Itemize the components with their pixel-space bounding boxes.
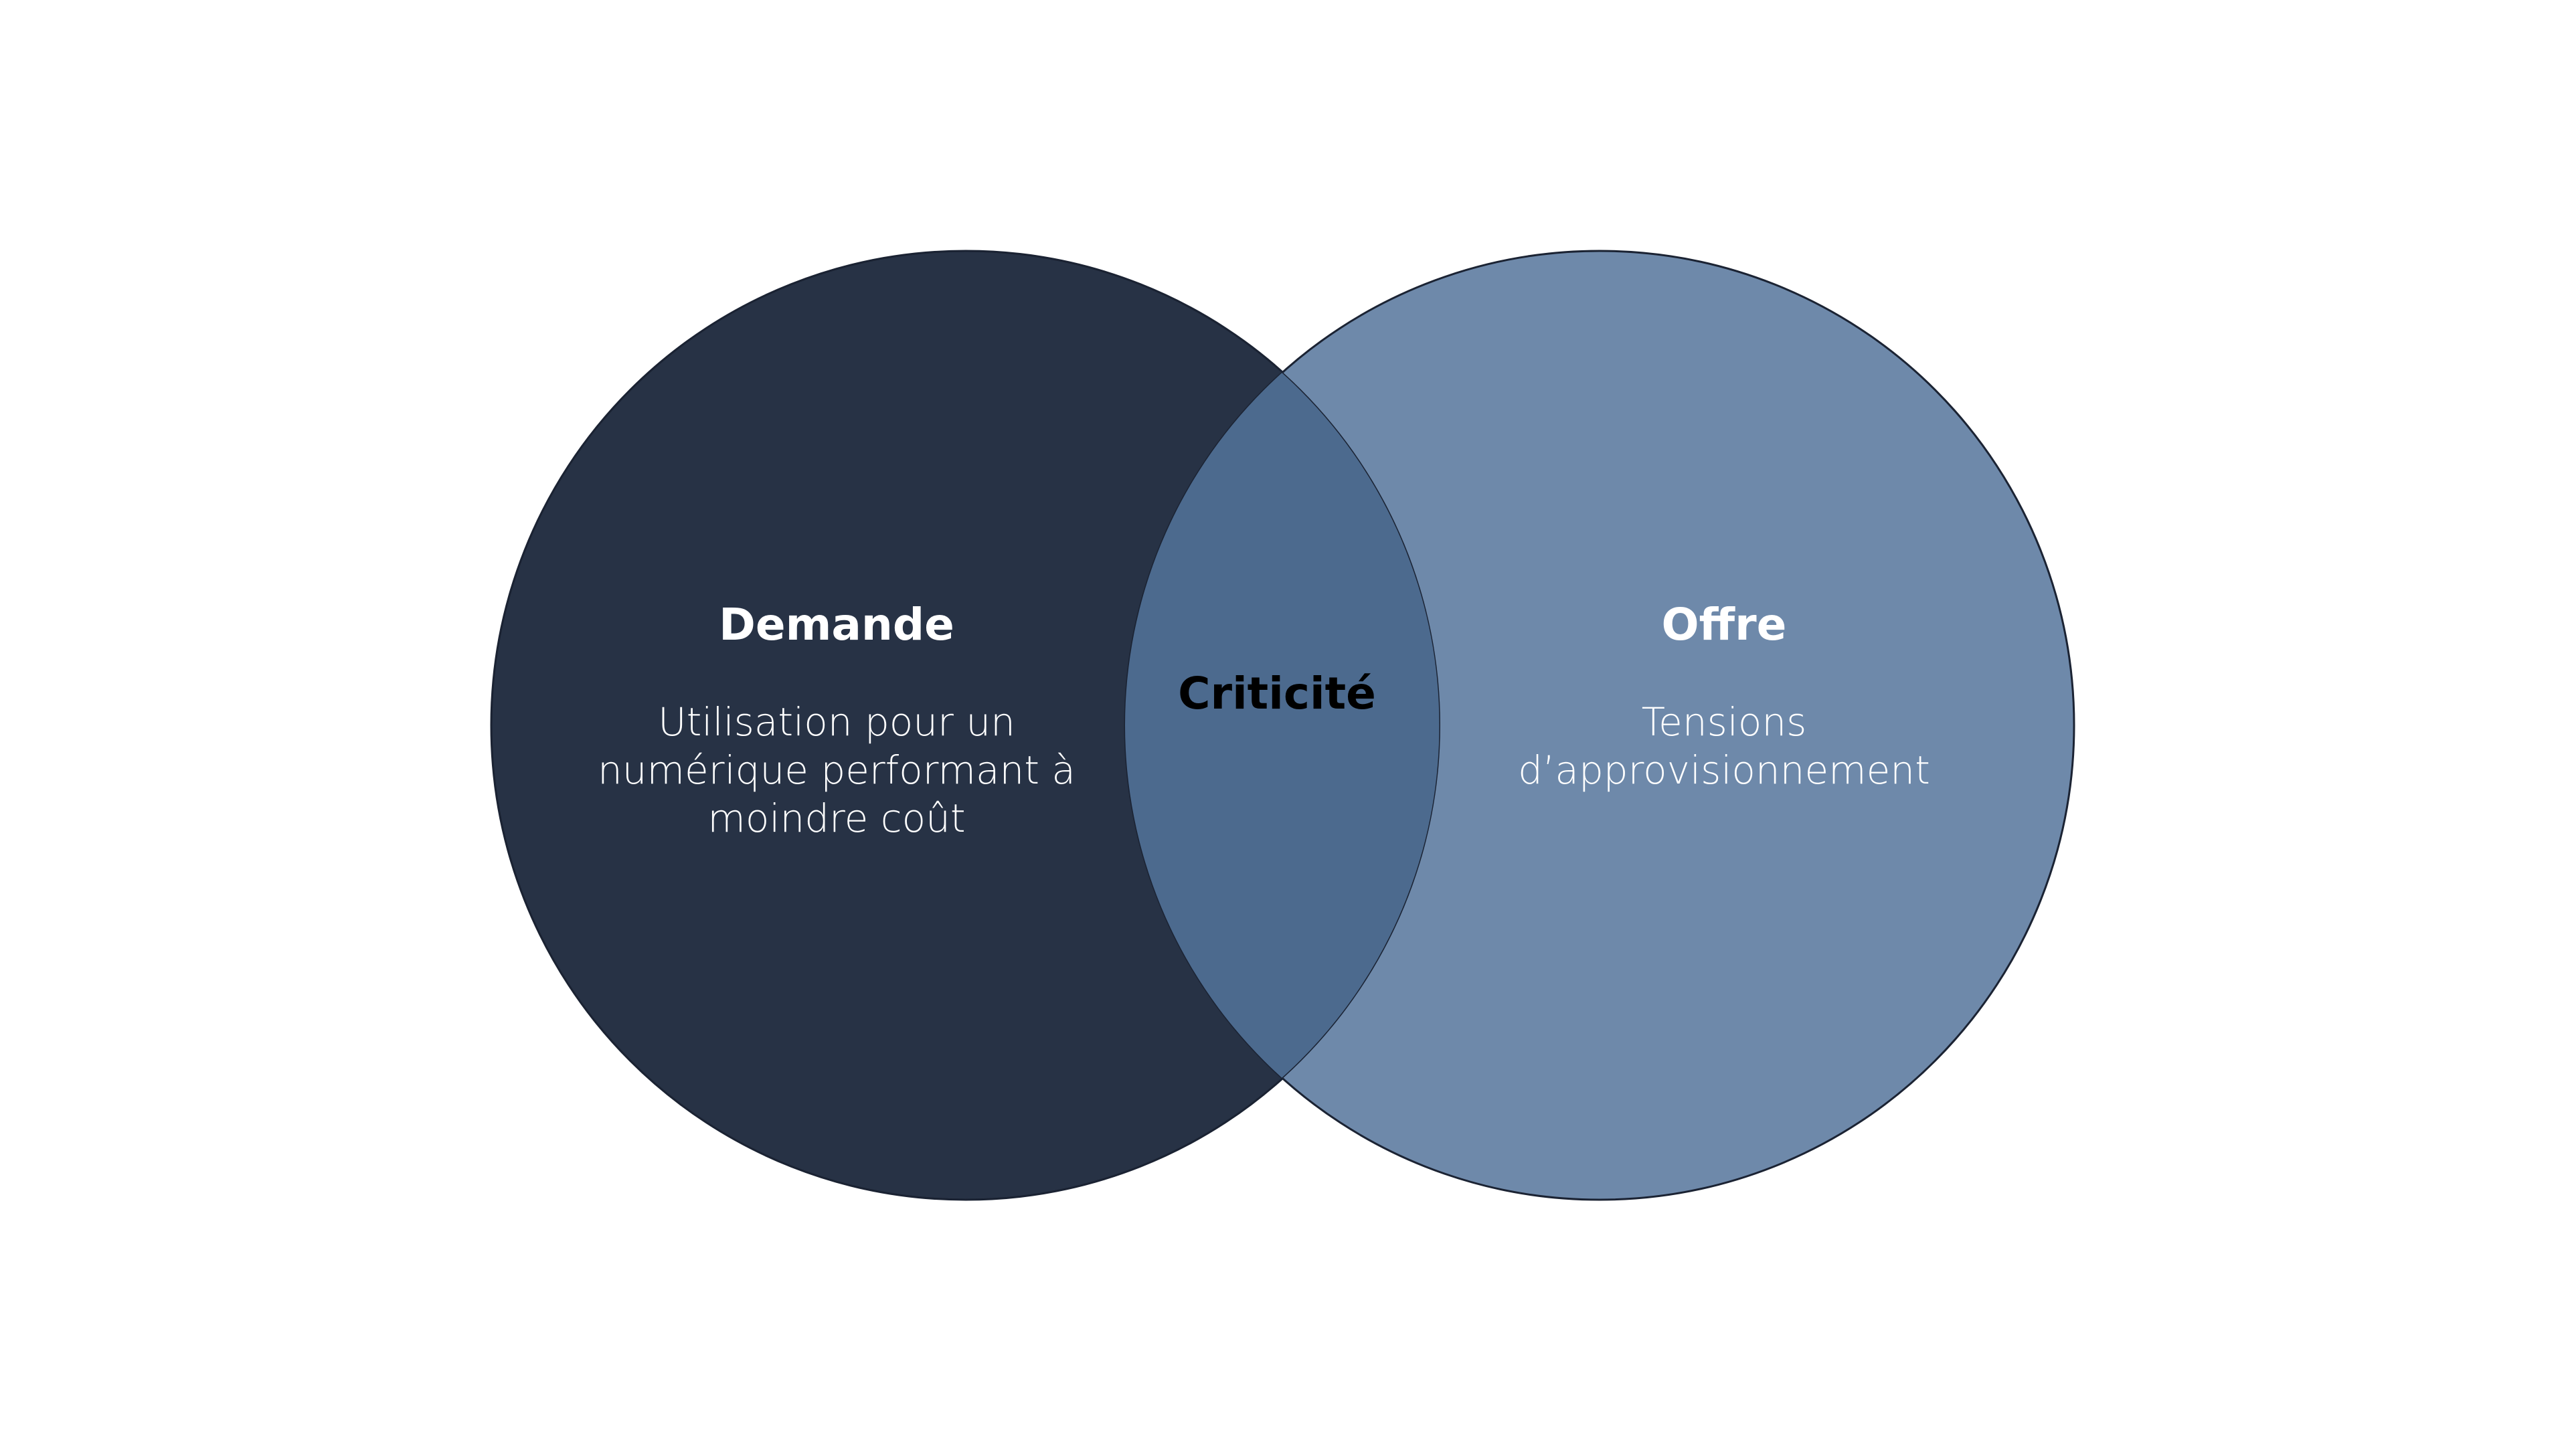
demande-title: Demande bbox=[719, 599, 954, 650]
demande-line: moindre coût bbox=[707, 796, 966, 841]
offre-title: Offre bbox=[1661, 599, 1787, 650]
criticite-label: Criticité bbox=[1178, 668, 1376, 719]
offre-line: d’approvisionnement bbox=[1518, 747, 1930, 793]
demande-description: Utilisation pour un numérique performant… bbox=[598, 698, 1076, 842]
offre-line: Tensions bbox=[1641, 699, 1807, 745]
demande-line: Utilisation pour un bbox=[658, 699, 1015, 745]
overlap-region bbox=[1125, 251, 1440, 1200]
offre-description: Tensions d’approvisionnement bbox=[1518, 698, 1930, 794]
demande-line: numérique performant à bbox=[598, 747, 1076, 793]
